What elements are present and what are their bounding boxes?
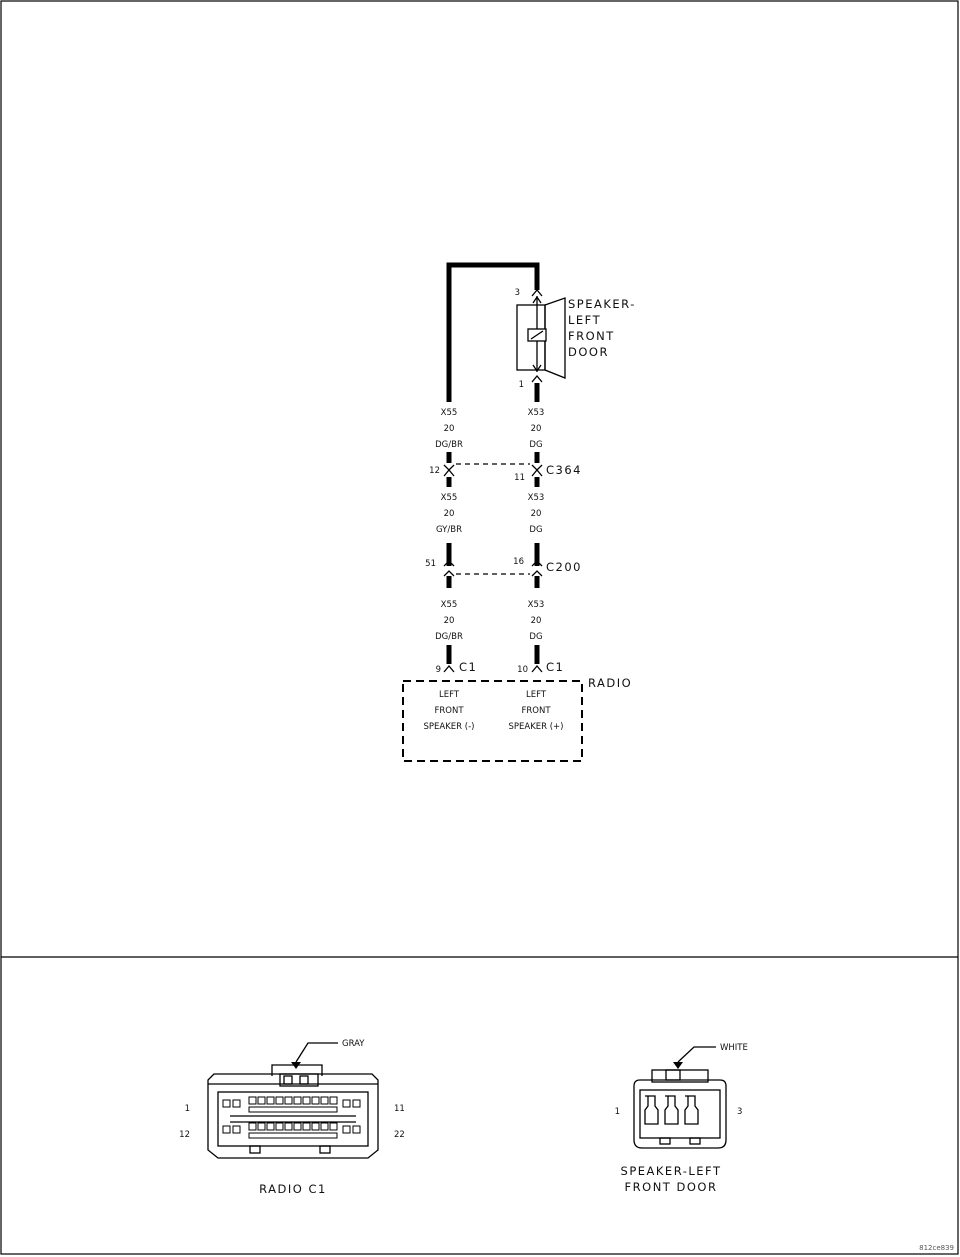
speaker-title-line4: DOOR — [568, 345, 609, 359]
c364-name: C364 — [546, 463, 582, 477]
radio-left-label: LEFT — [439, 690, 460, 700]
connector-radio-c1 — [443, 664, 543, 673]
c200-name: C200 — [546, 560, 582, 574]
connector-c200 — [443, 560, 543, 577]
wire-top-loop — [446, 262, 540, 402]
radio-title: RADIO — [588, 676, 632, 690]
wire-label: 20 — [531, 509, 542, 519]
radio-c1-caption: RADIO C1 — [259, 1182, 327, 1196]
radio-right-label: LEFT — [526, 690, 547, 700]
connector-c364 — [443, 463, 543, 477]
speaker-connector-pin-3: 3 — [737, 1107, 742, 1117]
speaker-title-line3: FRONT — [568, 329, 615, 343]
c200-pin-left: 51 — [425, 559, 436, 569]
radio-c1-pin-right: 10 — [517, 665, 528, 675]
wire-label: 20 — [531, 424, 542, 434]
radio-c1-pin-12: 12 — [179, 1130, 190, 1140]
wire-label: 20 — [444, 424, 455, 434]
speaker-component — [516, 288, 566, 383]
wire-label: X55 — [441, 493, 458, 503]
speaker-connector-caption-line1: SPEAKER-LEFT — [621, 1164, 722, 1178]
speaker-pin-top: 3 — [515, 288, 520, 298]
radio-c1-pin-22: 22 — [394, 1130, 405, 1140]
radio-c1-pin-left: 9 — [436, 665, 441, 675]
radio-left-label: SPEAKER (-) — [424, 722, 475, 732]
wire-label: 20 — [444, 509, 455, 519]
speaker-title-line2: LEFT — [568, 313, 601, 327]
radio-right-label: FRONT — [521, 706, 551, 716]
speaker-pin-bottom: 1 — [519, 380, 524, 390]
figure-id: 812ce839 — [919, 1244, 954, 1252]
wire-label: DG — [529, 440, 542, 450]
wire-label: DG — [529, 525, 542, 535]
wire-label: X53 — [528, 493, 545, 503]
c200-pin-right: 16 — [513, 557, 524, 567]
speaker-connector-caption-line2: FRONT DOOR — [625, 1180, 718, 1194]
radio-c1-name-left: C1 — [459, 660, 477, 674]
speaker-connector-color: WHITE — [720, 1043, 748, 1053]
wire-label: DG/BR — [435, 632, 463, 642]
wire-label: DG/BR — [435, 440, 463, 450]
wire-label: X53 — [528, 408, 545, 418]
wire-label: DG — [529, 632, 542, 642]
radio-c1-name-right: C1 — [546, 660, 564, 674]
radio-c1-pin-1: 1 — [185, 1104, 190, 1114]
c364-pin-left: 12 — [429, 466, 440, 476]
radio-c1-color: GRAY — [342, 1039, 365, 1049]
speaker-connector-view — [633, 1046, 727, 1149]
wire-label: 20 — [531, 616, 542, 626]
wire-label: 20 — [444, 616, 455, 626]
speaker-title-line1: SPEAKER- — [568, 297, 636, 311]
radio-box — [402, 680, 583, 762]
wire-label: X55 — [441, 600, 458, 610]
wire-label: GY/BR — [436, 525, 462, 535]
radio-c1-connector-view — [207, 1042, 379, 1159]
speaker-connector-pin-1: 1 — [615, 1107, 620, 1117]
wire-label: X55 — [441, 408, 458, 418]
radio-left-label: FRONT — [434, 706, 464, 716]
radio-right-label: SPEAKER (+) — [508, 722, 563, 732]
c364-pin-right: 11 — [514, 473, 525, 483]
radio-c1-pin-11: 11 — [394, 1104, 405, 1114]
wire-label: X53 — [528, 600, 545, 610]
